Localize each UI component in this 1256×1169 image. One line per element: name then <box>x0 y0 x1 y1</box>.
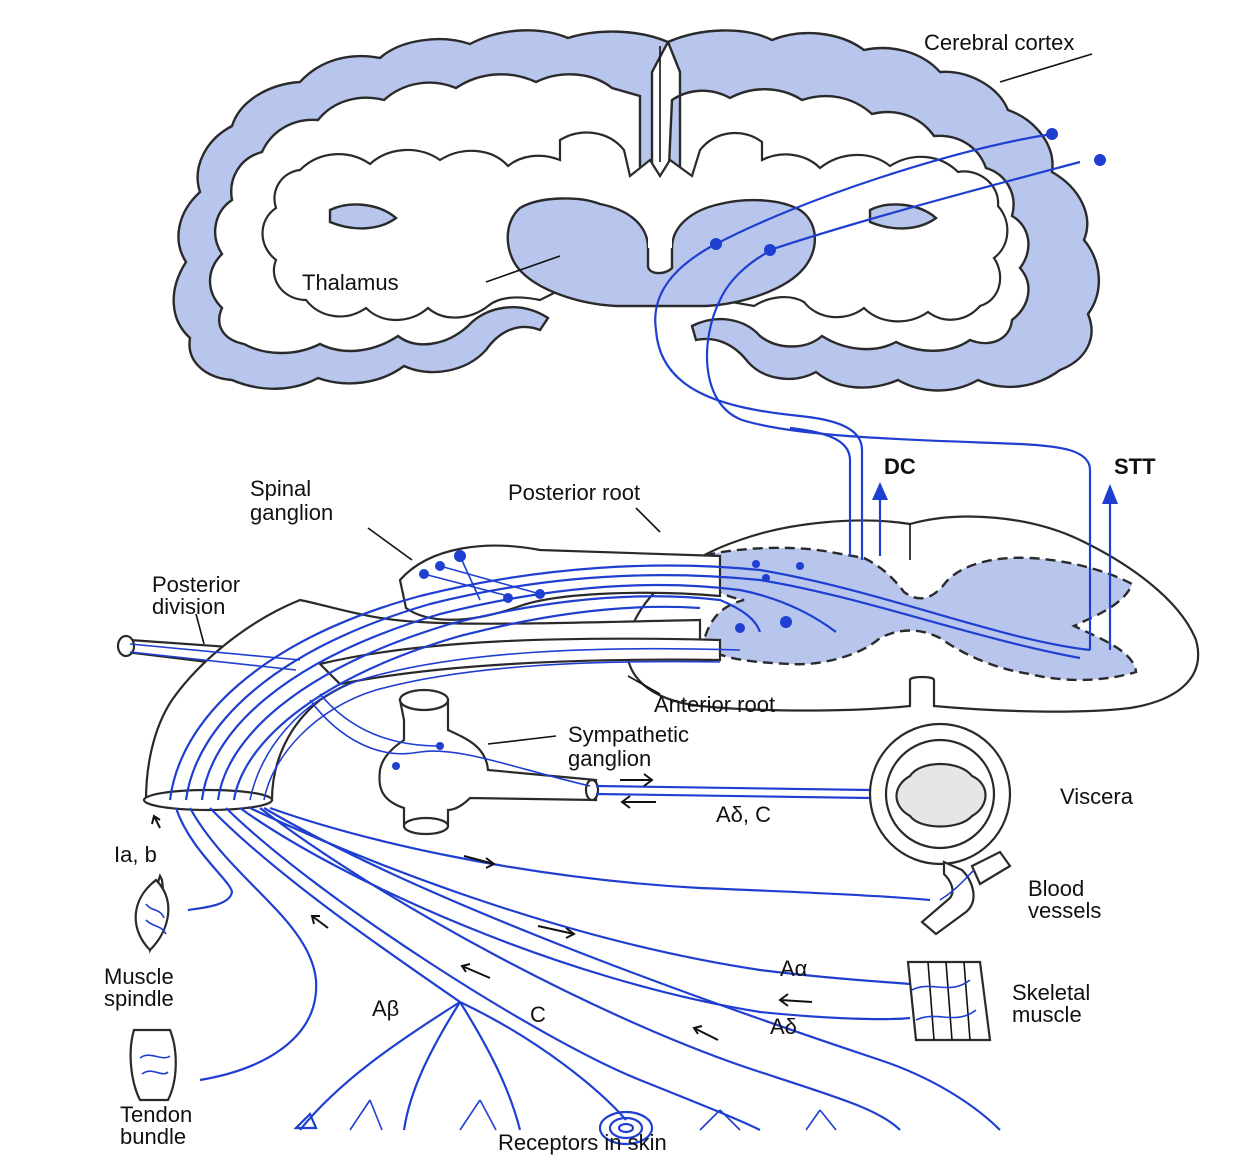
arrow-a-delta <box>780 994 812 1006</box>
tendon-bundle-shape <box>131 1030 176 1100</box>
sympathetic-ganglion-shape <box>379 700 596 826</box>
dorsal-horn-neuron <box>762 574 770 582</box>
fiber-a-delta <box>240 808 910 1019</box>
label-muscle-spindle-line2: spindle <box>104 986 174 1011</box>
fiber-to-blood-vessels <box>270 808 930 900</box>
label-blood-vessels-line2: vessels <box>1028 898 1101 923</box>
arrow-efferent-viscera <box>622 796 656 808</box>
label-a-beta: Aβ <box>372 996 399 1021</box>
brain-section <box>174 30 1099 390</box>
fiber-c <box>226 808 760 1130</box>
label-posterior-root: Posterior root <box>508 480 640 505</box>
label-spinal-ganglion-line1: Spinal <box>250 476 311 501</box>
label-sympathetic-ganglion-line1: Sympathetic <box>568 722 689 747</box>
label-tendon-bundle-line2: bundle <box>120 1124 186 1149</box>
label-a-delta-c: Aδ, C <box>716 802 771 827</box>
receptor-branch <box>300 1002 460 1130</box>
leader-sympathetic-ganglion <box>488 736 556 744</box>
visceral-fiber <box>596 794 870 798</box>
label-stt: STT <box>1114 454 1156 479</box>
ganglion-cell-body <box>535 589 545 599</box>
arrow-skin-a-delta <box>694 1026 718 1040</box>
sympathetic-ganglion-top <box>400 690 448 710</box>
ventral-horn-neuron <box>735 623 745 633</box>
label-receptors-in-skin: Receptors in skin <box>498 1130 667 1155</box>
thalamus-midline <box>648 228 672 248</box>
ventral-horn-neuron <box>780 616 792 628</box>
receptor-branch <box>350 1100 836 1130</box>
leader-posterior-root <box>636 508 660 532</box>
muscle-spindle-body <box>136 880 169 950</box>
thalamic-neuron <box>710 238 722 250</box>
fiber-a-alpha <box>250 808 910 984</box>
stt-arrowhead <box>1102 484 1118 504</box>
arrow-c <box>462 964 490 978</box>
spinal-nerve-cut-end <box>144 790 272 810</box>
receptor-branch <box>460 1002 520 1130</box>
fiber-skin <box>264 808 1000 1130</box>
label-viscera: Viscera <box>1060 784 1134 809</box>
label-a-delta: Aδ <box>770 1014 797 1039</box>
label-skeletal-muscle-line2: muscle <box>1012 1002 1082 1027</box>
dorsal-horn-neuron <box>796 562 804 570</box>
spinal-cord-section <box>627 517 1198 712</box>
arrow-ia-b <box>152 816 160 828</box>
label-posterior-division-line2: division <box>152 594 225 619</box>
fiber-a-beta <box>210 808 460 1002</box>
arrow-a-beta <box>312 916 328 928</box>
cortical-neuron <box>1094 154 1106 166</box>
leader-cerebral-cortex <box>1000 54 1092 82</box>
label-a-alpha: Aα <box>780 956 808 981</box>
cortical-neuron <box>1046 128 1058 140</box>
leader-spinal-ganglion <box>368 528 412 560</box>
sympathetic-ganglion-bottom <box>404 818 448 834</box>
ganglion-cell-body <box>454 550 466 562</box>
posterior-division-end <box>118 636 134 656</box>
label-c: C <box>530 1002 546 1027</box>
sympathetic-neuron <box>436 742 444 750</box>
ganglion-cell-body <box>419 569 429 579</box>
ganglion-cell-body <box>435 561 445 571</box>
label-ia-b: Ia, b <box>114 842 157 867</box>
label-cerebral-cortex: Cerebral cortex <box>924 30 1074 55</box>
label-thalamus: Thalamus <box>302 270 399 295</box>
ganglion-cell-body <box>503 593 513 603</box>
label-dc: DC <box>884 454 916 479</box>
dc-arrowhead <box>872 482 888 500</box>
sympathetic-neuron <box>392 762 400 770</box>
label-spinal-ganglion-line2: ganglion <box>250 500 333 525</box>
label-sympathetic-ganglion-line2: ganglion <box>568 746 651 771</box>
visceral-fiber <box>596 786 870 790</box>
label-anterior-root: Anterior root <box>654 692 775 717</box>
thalamic-neuron <box>764 244 776 256</box>
arrow-afferent-viscera <box>620 774 652 786</box>
direction-arrows <box>152 774 812 1040</box>
fiber-to-muscle-spindle <box>176 808 232 910</box>
dorsal-horn-neuron <box>752 560 760 568</box>
visceral-branch-end <box>586 780 598 800</box>
